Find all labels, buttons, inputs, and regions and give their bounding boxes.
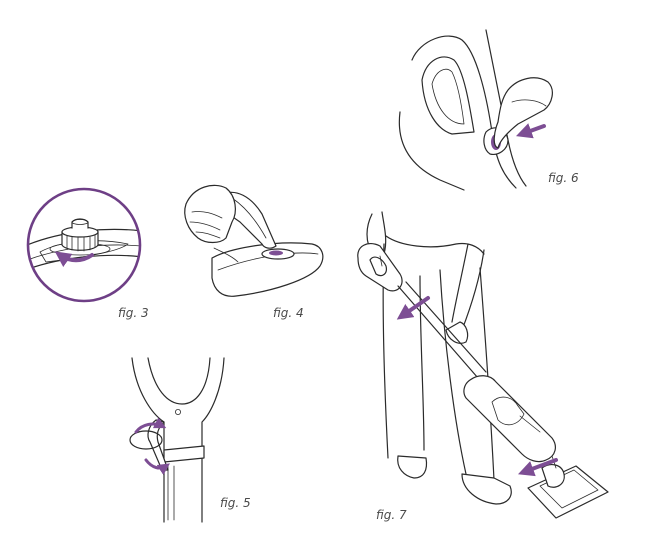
fig6-caption: fig. 6	[548, 171, 579, 185]
fig5-illustration	[129, 357, 225, 523]
fig6-push-arrow	[515, 123, 546, 139]
fig5-release-arrow	[134, 417, 167, 434]
fig7-illustration	[357, 211, 609, 519]
fig7-handle-arrow	[396, 296, 430, 320]
fig4-caption: fig. 4	[273, 306, 304, 320]
fig4-fill-opening	[269, 250, 283, 256]
fig3-illustration	[26, 187, 142, 303]
fig7-caption: fig. 7	[376, 508, 407, 522]
fig5-caption: fig. 5	[220, 496, 251, 510]
fig4-illustration	[184, 184, 324, 297]
fig3-detail-circle	[26, 187, 142, 303]
fig3-rotation-arrow	[54, 251, 94, 268]
fig6-illustration	[398, 29, 553, 191]
fig7-mop-arrow	[518, 458, 558, 477]
fig3-caption: fig. 3	[118, 306, 149, 320]
fig5-rotate-arrow	[144, 458, 170, 475]
